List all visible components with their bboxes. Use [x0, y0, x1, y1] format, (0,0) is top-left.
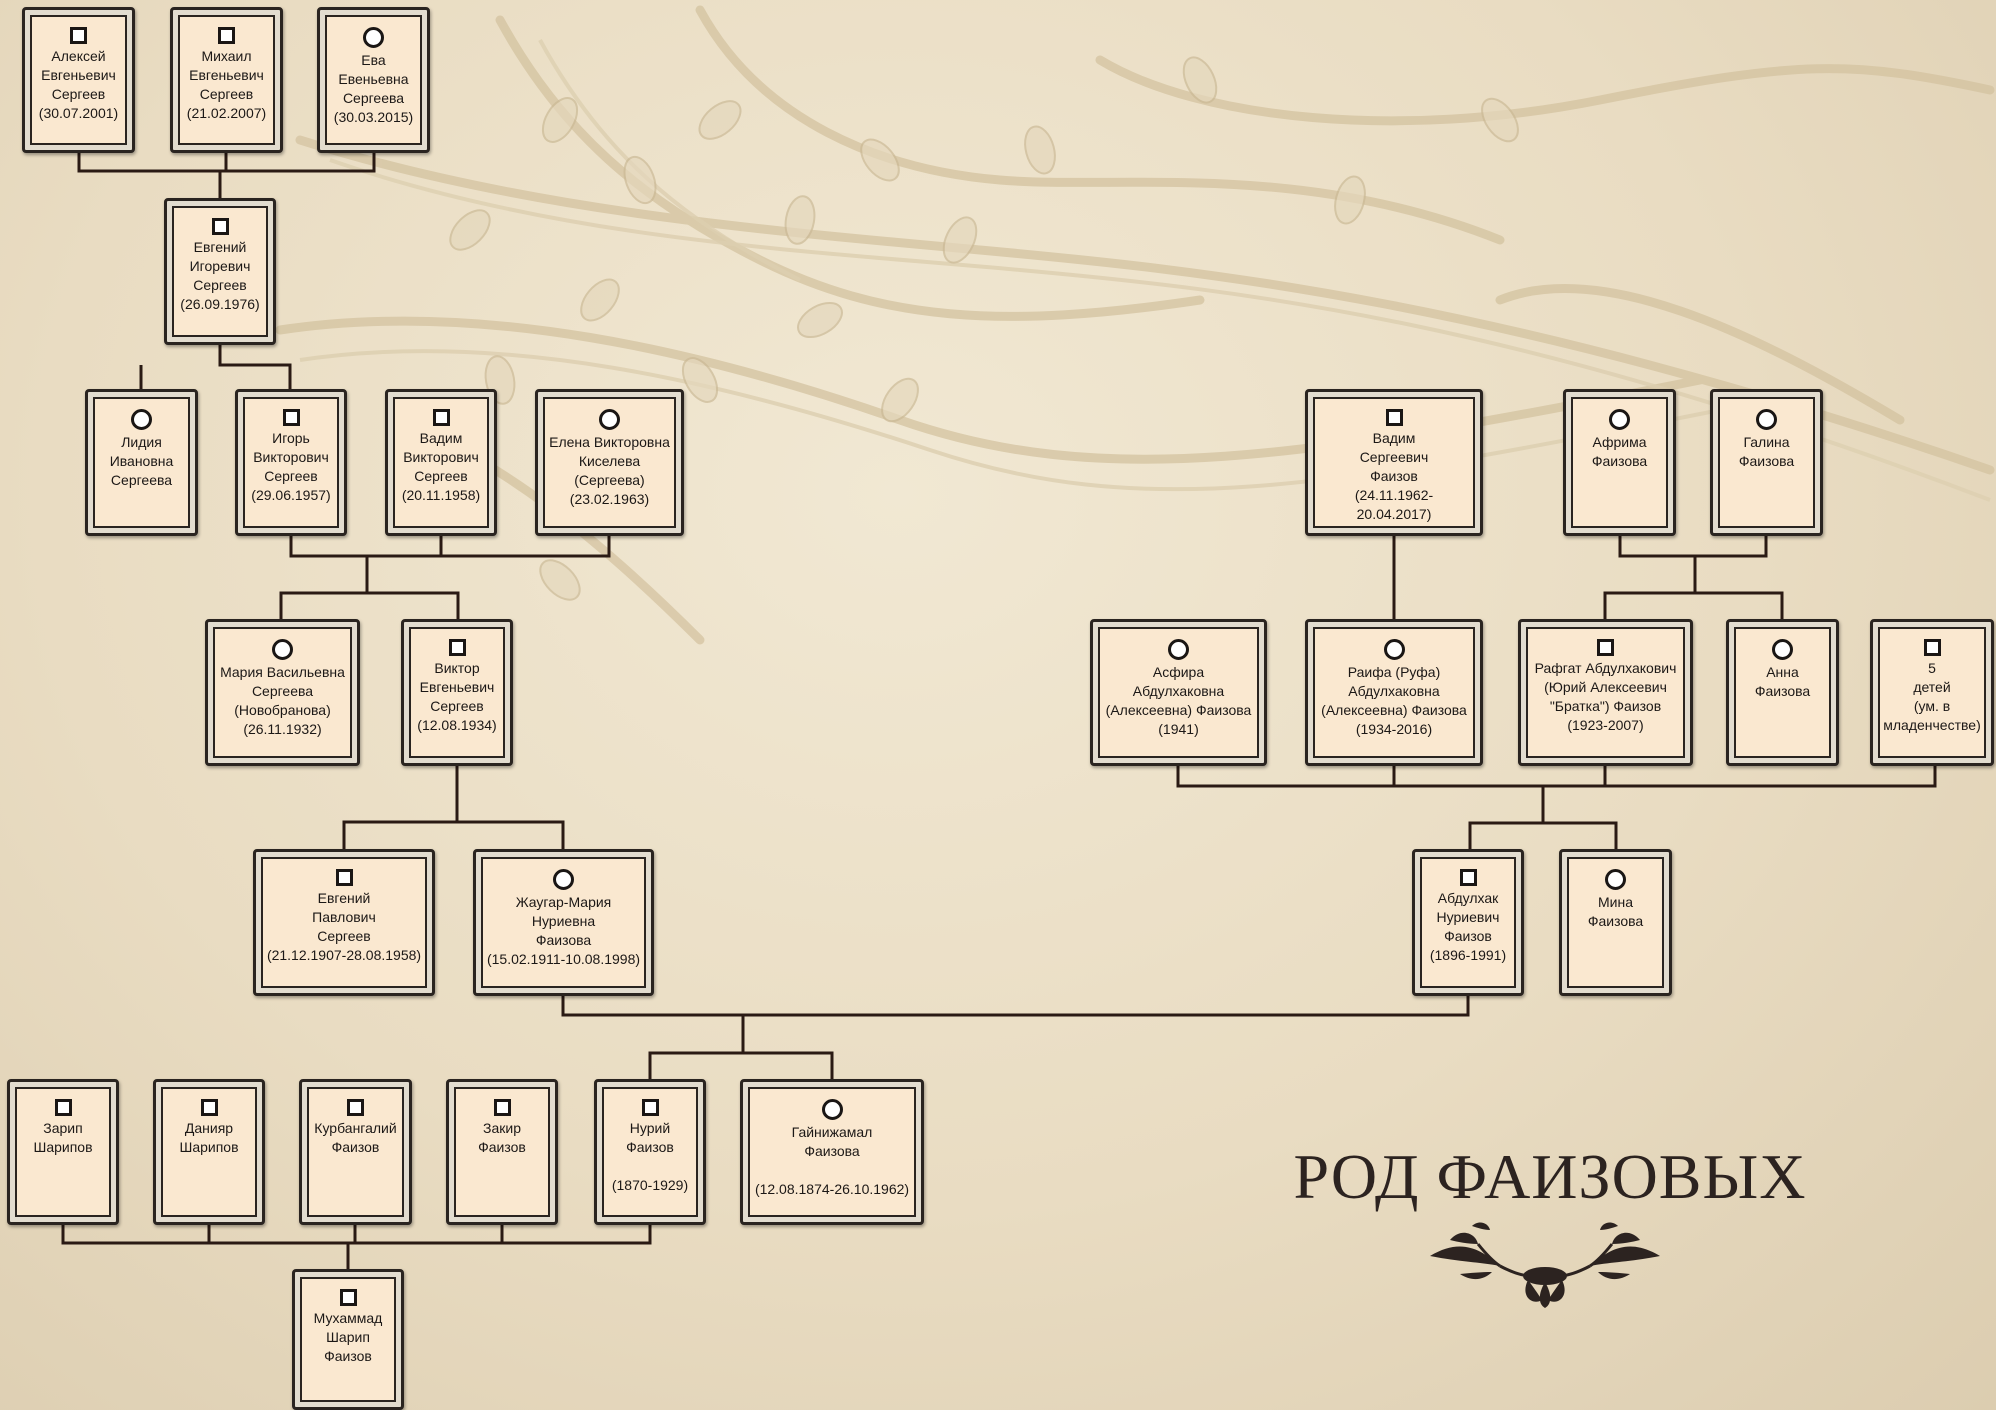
male-square-icon [494, 1099, 511, 1116]
person-card-mikhail[interactable]: Михаил Евгеньевич Сергеев (21.02.2007) [170, 7, 283, 153]
male-square-icon [340, 1289, 357, 1306]
female-circle-icon [363, 27, 384, 48]
person-card-kurbangaliy[interactable]: Курбангалий Фаизов [299, 1079, 412, 1225]
person-card-asfira[interactable]: Асфира Абдулхаковна (Алексеевна) Фаизова… [1090, 619, 1267, 766]
male-square-icon [347, 1099, 364, 1116]
female-circle-icon [1772, 639, 1793, 660]
male-square-icon [212, 218, 229, 235]
male-square-icon [201, 1099, 218, 1116]
female-circle-icon [131, 409, 152, 430]
person-card-mina[interactable]: Мина Фаизова [1559, 849, 1672, 996]
person-card-elena[interactable]: Елена Викторовна Киселева (Сергеева) (23… [535, 389, 684, 536]
male-square-icon [218, 27, 235, 44]
person-card-evgeniy-igorevich[interactable]: Евгений Игоревич Сергеев (26.09.1976) [164, 198, 276, 345]
male-square-icon [642, 1099, 659, 1116]
person-card-nuriy[interactable]: Нурий Фаизов (1870-1929) [594, 1079, 706, 1225]
person-card-afrima[interactable]: Африма Фаизова [1563, 389, 1676, 536]
male-square-icon [449, 639, 466, 656]
tree-title: РОД ФАИЗОВЫХ [1270, 1140, 1830, 1214]
female-circle-icon [1756, 409, 1777, 430]
person-card-evgeniy-pavlovich[interactable]: Евгений Павлович Сергеев (21.12.1907-28.… [253, 849, 435, 996]
person-card-zarip[interactable]: Зарип Шарипов [7, 1079, 119, 1225]
person-card-five-children[interactable]: 5 детей (ум. в младенчестве) [1870, 619, 1994, 766]
male-square-icon [1597, 639, 1614, 656]
person-card-eva[interactable]: Ева Евеньевна Сергеева (30.03.2015) [317, 7, 430, 153]
person-card-abdulkhak[interactable]: Абдулхак Нуриевич Фаизов (1896-1991) [1412, 849, 1524, 996]
female-circle-icon [1168, 639, 1189, 660]
person-card-zhaugar[interactable]: Жаугар-Мария Нуриевна Фаизова (15.02.191… [473, 849, 654, 996]
female-circle-icon [272, 639, 293, 660]
female-circle-icon [1609, 409, 1630, 430]
person-card-vadim-sergeevich[interactable]: Вадим Сергеевич Фаизов (24.11.1962-20.04… [1305, 389, 1483, 536]
male-square-icon [1924, 639, 1941, 656]
person-card-lidiya[interactable]: Лидия Ивановна Сергеева [85, 389, 198, 536]
female-circle-icon [553, 869, 574, 890]
female-circle-icon [1605, 869, 1626, 890]
person-card-rafgat[interactable]: Рафгат Абдулхакович (Юрий Алексеевич "Бр… [1518, 619, 1693, 766]
person-card-daniyar[interactable]: Данияр Шарипов [153, 1079, 265, 1225]
person-card-gaynizhamal[interactable]: Гайнижамал Фаизова (12.08.1874-26.10.196… [740, 1079, 924, 1225]
person-card-aleksey[interactable]: Алексей Евгеньевич Сергеев (30.07.2001) [22, 7, 135, 153]
male-square-icon [283, 409, 300, 426]
male-square-icon [70, 27, 87, 44]
person-card-raifa[interactable]: Раифа (Руфа) Абдулхаковна (Алексеевна) Ф… [1305, 619, 1483, 766]
male-square-icon [1460, 869, 1477, 886]
female-circle-icon [822, 1099, 843, 1120]
male-square-icon [1386, 409, 1403, 426]
person-card-igor[interactable]: Игорь Викторович Сергеев (29.06.1957) [235, 389, 347, 536]
person-card-zakir[interactable]: Закир Фаизов [446, 1079, 558, 1225]
female-circle-icon [1384, 639, 1405, 660]
male-square-icon [433, 409, 450, 426]
flourish-ornament-icon [1420, 1218, 1670, 1308]
person-card-anna[interactable]: Анна Фаизова [1726, 619, 1839, 766]
person-card-viktor[interactable]: Виктор Евгеньевич Сергеев (12.08.1934) [401, 619, 513, 766]
person-card-vadim-viktorovich[interactable]: Вадим Викторович Сергеев (20.11.1958) [385, 389, 497, 536]
person-card-mukhammad[interactable]: Мухаммад Шарип Фаизов [292, 1269, 404, 1410]
male-square-icon [55, 1099, 72, 1116]
person-card-galina[interactable]: Галина Фаизова [1710, 389, 1823, 536]
person-card-mariya[interactable]: Мария Васильевна Сергеева (Новобранова) … [205, 619, 360, 766]
male-square-icon [336, 869, 353, 886]
female-circle-icon [599, 409, 620, 430]
